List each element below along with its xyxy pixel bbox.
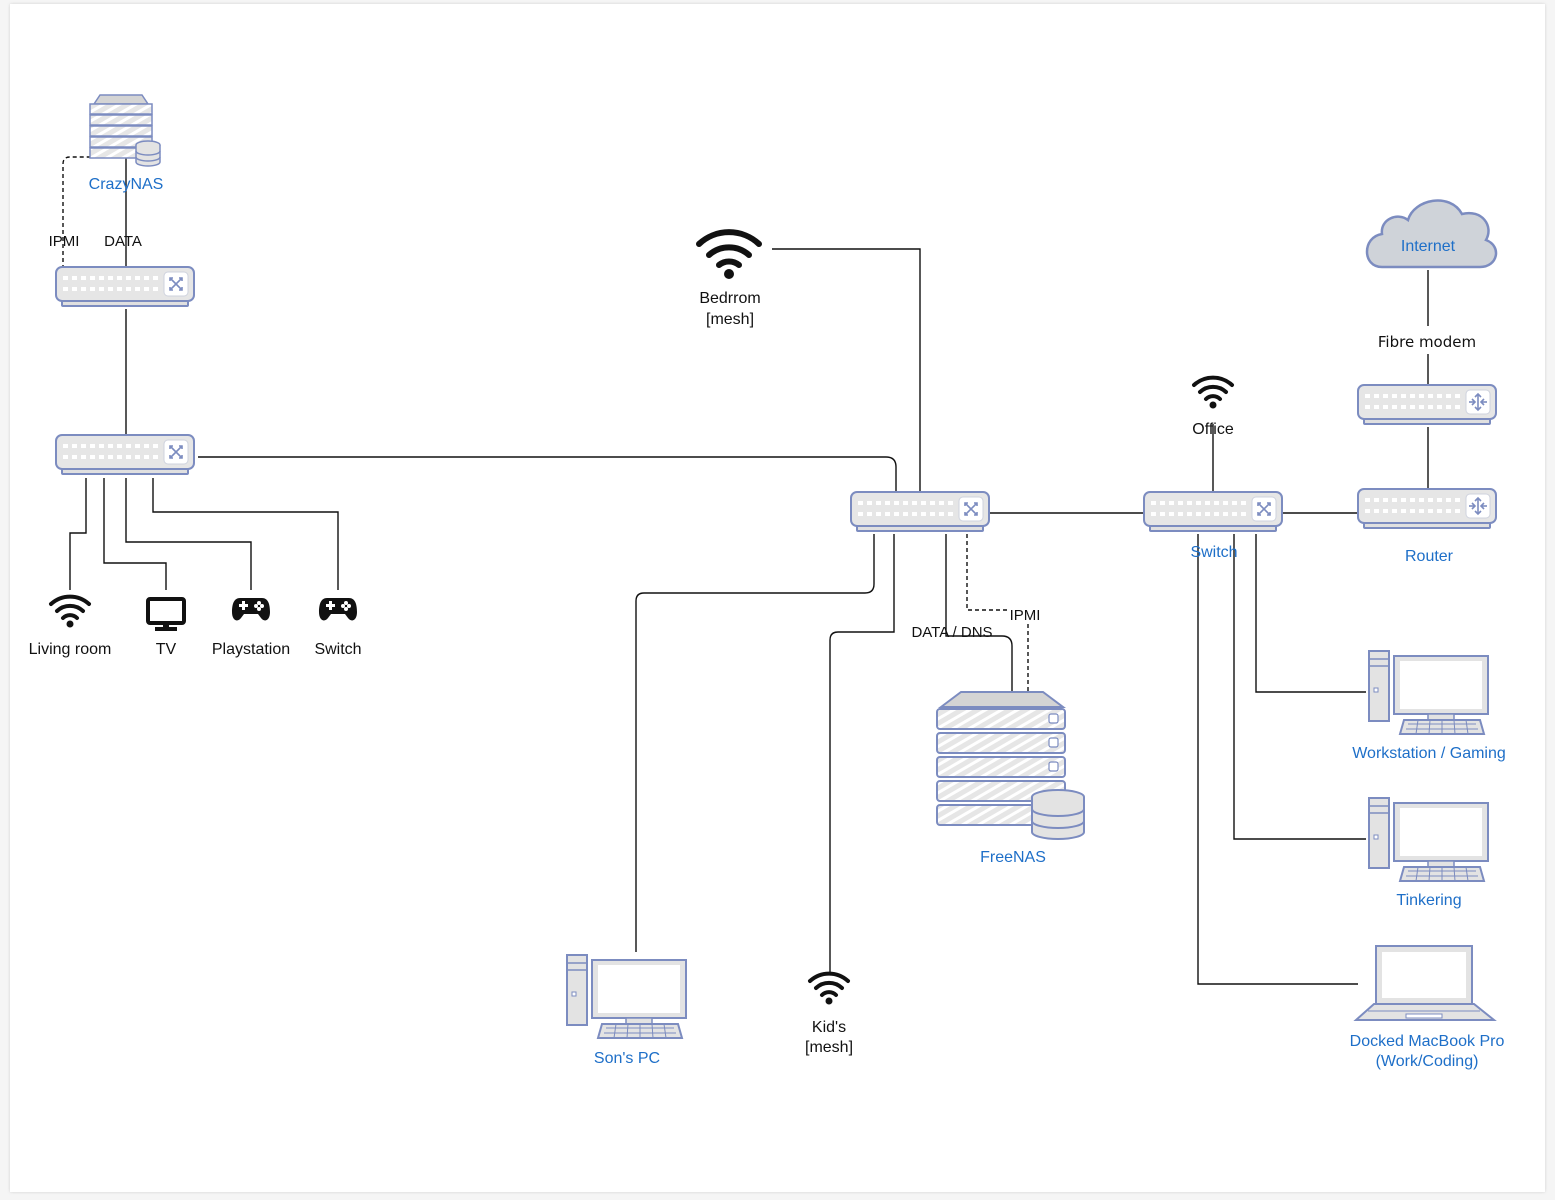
office-wifi-label: Office	[1192, 421, 1234, 438]
playstation-label: Playstation	[211, 641, 291, 658]
crazynas-server-icon[interactable]	[89, 94, 161, 167]
database-icon	[135, 140, 161, 167]
link-workstation	[1255, 534, 1366, 693]
switch-gamepad-icon[interactable]	[319, 598, 357, 621]
living-room-switch-icon[interactable]	[56, 435, 194, 474]
link-sons-pc	[635, 534, 875, 952]
sons-pc-label: Son's PC	[593, 1050, 661, 1067]
link-tinkering	[1233, 534, 1366, 840]
bedroom-wifi-label-mesh: [mesh]	[705, 311, 755, 328]
router-label: Router	[1404, 548, 1454, 565]
office-wifi-icon[interactable]	[1192, 375, 1234, 411]
network-diagram	[49, 94, 1498, 1039]
kids-wifi-icon[interactable]	[808, 971, 850, 1007]
workstation-label: Workstation / Gaming	[1352, 745, 1506, 762]
kids-wifi-label: Kid's	[811, 1019, 847, 1036]
router-icon[interactable]	[1358, 489, 1496, 528]
link-macbook	[1197, 534, 1358, 985]
main-switch-icon[interactable]	[851, 492, 989, 531]
diagram-canvas: CrazyNAS IPMI DATA Bedrrom [mesh] Intern…	[10, 4, 1545, 1192]
crazynas-data-link-label: DATA	[104, 233, 142, 250]
tinkering-label: Tinkering	[1396, 892, 1462, 909]
internet-label: Internet	[1400, 238, 1456, 255]
switch-console-label: Switch	[314, 641, 362, 658]
links	[62, 156, 1429, 985]
link-bedroom-wifi	[772, 248, 921, 492]
link-playstation	[125, 478, 252, 590]
sons-pc-icon[interactable]	[566, 954, 687, 1039]
tv-label: TV	[155, 641, 177, 658]
tinkering-pc-icon[interactable]	[1368, 797, 1489, 882]
bedroom-wifi-icon[interactable]	[699, 232, 759, 279]
crazynas-ipmi-link-label: IPMI	[48, 233, 80, 250]
freenas-label: FreeNAS	[980, 849, 1046, 866]
link-kids-wifi	[829, 534, 895, 972]
macbook-label-role: (Work/Coding)	[1375, 1053, 1479, 1070]
workstation-pc-icon[interactable]	[1368, 650, 1489, 735]
link-living-wifi	[69, 478, 87, 590]
link-freenas-ipmi-a	[966, 534, 1010, 611]
link-freenas-data	[945, 534, 1013, 692]
link-crazynas-ipmi	[62, 156, 90, 269]
office-switch-icon[interactable]	[1144, 492, 1282, 531]
link-switch-console	[152, 478, 339, 590]
freenas-server-icon[interactable]	[936, 691, 1085, 840]
freenas-ipmi-link-label: IPMI	[1009, 607, 1041, 624]
kids-wifi-label-mesh: [mesh]	[804, 1039, 854, 1056]
bedroom-wifi-label: Bedrrom	[699, 290, 761, 307]
link-living-to-main-switch	[198, 456, 897, 492]
tv-icon[interactable]	[146, 597, 186, 631]
cloud-icon[interactable]	[1365, 199, 1498, 269]
crazynas-switch-icon[interactable]	[56, 267, 194, 306]
laptop-icon[interactable]	[1353, 945, 1497, 1021]
fibre-modem-label: Fibre modem	[1377, 333, 1477, 351]
macbook-label: Docked MacBook Pro	[1349, 1033, 1505, 1050]
office-switch-label: Switch	[1190, 544, 1238, 561]
living-room-wifi-label: Living room	[28, 641, 112, 658]
freenas-data-link-label: DATA / DNS	[911, 624, 993, 641]
link-tv	[103, 478, 167, 590]
fibre-modem-icon[interactable]	[1358, 385, 1496, 424]
database-icon	[1031, 789, 1085, 840]
crazynas-label: CrazyNAS	[88, 176, 164, 193]
living-room-wifi-icon[interactable]	[49, 594, 91, 630]
playstation-gamepad-icon[interactable]	[232, 598, 270, 621]
